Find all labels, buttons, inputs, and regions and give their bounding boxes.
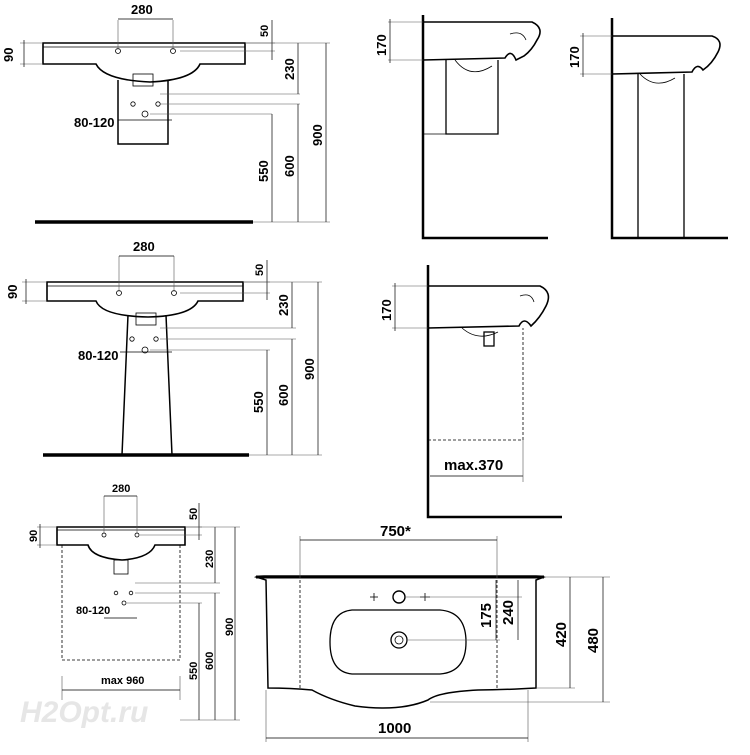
dim-90: 90 bbox=[1, 48, 16, 62]
dim-230: 230 bbox=[282, 58, 297, 80]
full-pedestal bbox=[121, 314, 173, 456]
dim-230-3: 230 bbox=[204, 550, 216, 568]
drain bbox=[390, 631, 408, 649]
full-pedestal-side bbox=[637, 74, 685, 238]
basin-outline-3 bbox=[56, 526, 186, 561]
dim-750: 750* bbox=[380, 523, 411, 540]
water-inlet-upper bbox=[155, 101, 161, 107]
dim-90-2: 90 bbox=[5, 285, 20, 299]
dim-170-c: 170 bbox=[379, 299, 394, 321]
side-view-half-pedestal: 170 bbox=[374, 15, 548, 240]
dim-170-b: 170 bbox=[567, 46, 582, 68]
basin-outline-2 bbox=[46, 281, 244, 318]
wall-and-floor-b bbox=[610, 18, 728, 240]
furniture-outline-dashed bbox=[428, 328, 524, 441]
basin-profile bbox=[422, 21, 541, 62]
dim-280: 280 bbox=[131, 2, 153, 17]
side-view-full-pedestal: 170 bbox=[567, 18, 728, 240]
dim-175: 175 bbox=[478, 603, 495, 628]
dim-550-3: 550 bbox=[188, 662, 200, 680]
dim-550-2: 550 bbox=[251, 391, 266, 413]
dim-80-120-3: 80-120 bbox=[76, 605, 110, 617]
front-view-with-furniture: max 960 280 90 50 230 80-120 550 600 900 bbox=[28, 483, 240, 721]
dim-900-2: 900 bbox=[302, 358, 317, 380]
dim-280-3: 280 bbox=[112, 483, 130, 495]
dim-50-3: 50 bbox=[188, 508, 200, 520]
dim-900-3: 900 bbox=[224, 618, 236, 636]
front-view-full-pedestal: 280 90 50 230 80-120 550 600 900 bbox=[5, 239, 322, 457]
dim-420: 420 bbox=[553, 622, 570, 647]
dim-480: 480 bbox=[585, 628, 602, 653]
dim-550: 550 bbox=[256, 160, 271, 182]
waste-outlet bbox=[141, 110, 149, 118]
half-pedestal-side bbox=[445, 60, 499, 135]
dim-80-120: 80-120 bbox=[74, 115, 114, 130]
wall-and-floor bbox=[421, 15, 548, 240]
basin-profile-c bbox=[427, 285, 550, 329]
dim-80-120-2: 80-120 bbox=[78, 348, 118, 363]
dim-600: 600 bbox=[282, 155, 297, 177]
tap-hole-center bbox=[392, 590, 406, 604]
dim-240: 240 bbox=[500, 600, 517, 625]
watermark-logo: H2Opt.ru bbox=[20, 696, 148, 729]
furniture-outline-dashed-3 bbox=[61, 545, 181, 661]
dim-50-2: 50 bbox=[254, 264, 266, 276]
dim-600-2: 600 bbox=[276, 384, 291, 406]
dim-170-a: 170 bbox=[374, 34, 389, 56]
dim-90-3: 90 bbox=[28, 530, 40, 542]
basin-outline bbox=[42, 42, 246, 83]
dim-max-960: max 960 bbox=[101, 675, 144, 687]
side-view-furniture: max.370 170 bbox=[379, 265, 562, 519]
dim-1000: 1000 bbox=[378, 720, 411, 737]
waste-trap bbox=[132, 73, 154, 87]
dim-280-2: 280 bbox=[133, 239, 155, 254]
half-pedestal bbox=[117, 80, 169, 145]
dim-max-370: max.370 bbox=[444, 457, 503, 474]
dim-230-2: 230 bbox=[276, 294, 291, 316]
wall-and-floor-c bbox=[426, 265, 562, 519]
bowl-outline bbox=[329, 609, 467, 675]
front-view-half-pedestal: 280 90 50 230 80-120 550 600 900 bbox=[1, 2, 330, 224]
water-inlet-left bbox=[130, 101, 136, 107]
countertop-outline bbox=[253, 575, 546, 709]
basin-profile-b bbox=[611, 35, 721, 75]
dim-600-3: 600 bbox=[204, 652, 216, 670]
dim-900: 900 bbox=[310, 124, 325, 146]
top-view: 750* 1000 175 240 420 480 bbox=[253, 523, 610, 742]
dim-50: 50 bbox=[259, 25, 271, 37]
